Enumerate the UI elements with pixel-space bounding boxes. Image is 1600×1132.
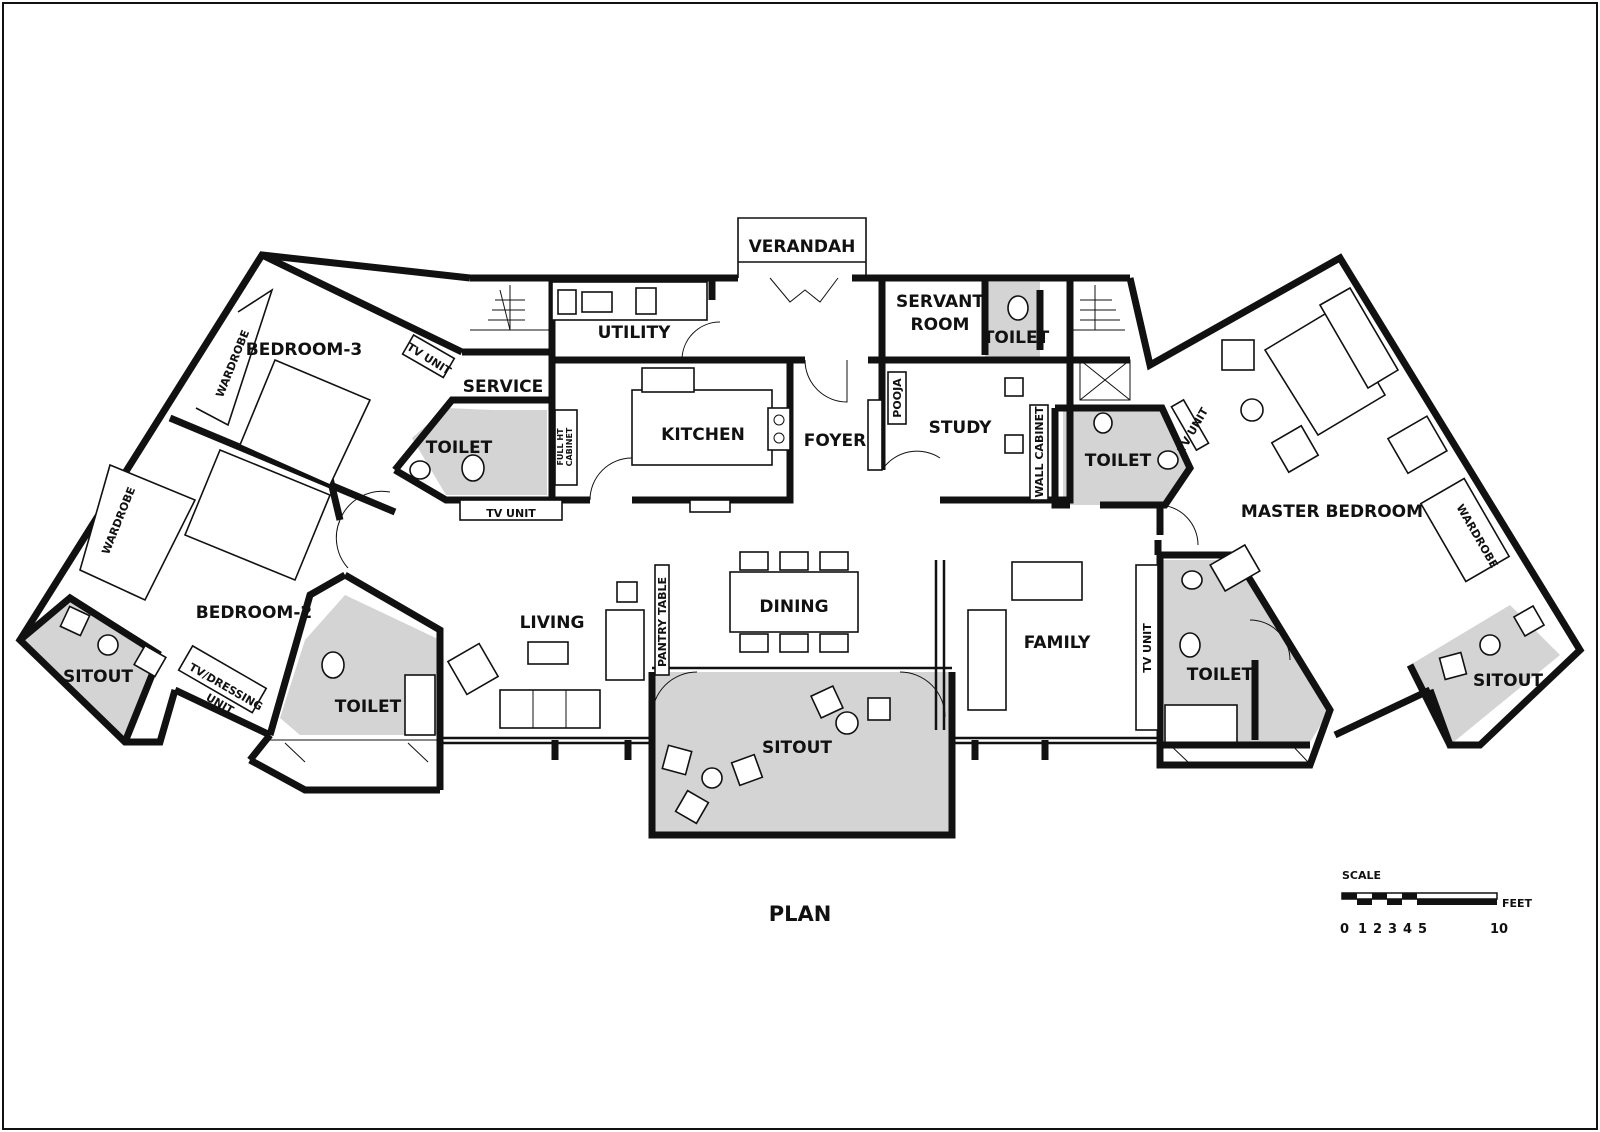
label-pantry-table: PANTRY TABLE	[656, 577, 669, 667]
scale-tick-4: 4	[1403, 922, 1412, 937]
scale-title: SCALE	[1342, 869, 1381, 882]
label-living: LIVING	[520, 613, 585, 633]
label-verandah: VERANDAH	[749, 237, 856, 257]
scale-tick-5: 5	[1418, 922, 1427, 937]
label-servant-room-2: ROOM	[911, 315, 970, 335]
label-pooja: POOJA	[891, 378, 904, 418]
label-toilet-study: TOILET	[1085, 451, 1152, 471]
label-sitout-left: SITOUT	[63, 667, 133, 687]
label-sitout-center: SITOUT	[762, 738, 832, 758]
label-toilet-b3: TOILET	[426, 438, 493, 458]
scale-tick-0: 0	[1340, 922, 1349, 937]
scale-bar: SCALE FEET 0 1 2 3 4 5 10	[1340, 869, 1533, 937]
label-tv-unit-bottom: TV UNIT	[486, 507, 536, 520]
label-full-ht-1: FULL HT	[556, 428, 565, 466]
scale-tick-2: 2	[1373, 922, 1382, 937]
label-servant-room-1: SERVANT	[896, 292, 984, 312]
scale-unit: FEET	[1502, 897, 1533, 910]
label-servant-toilet: TOILET	[983, 328, 1050, 348]
label-full-ht-2: CABINET	[565, 427, 574, 466]
label-family: FAMILY	[1024, 633, 1091, 653]
label-foyer: FOYER	[804, 431, 866, 451]
label-tv-unit-family: TV UNIT	[1141, 623, 1154, 673]
label-sitout-right: SITOUT	[1473, 671, 1543, 691]
label-dining: DINING	[759, 597, 828, 617]
label-kitchen: KITCHEN	[661, 425, 745, 445]
label-bedroom-3: BEDROOM-3	[246, 340, 362, 360]
label-service: SERVICE	[463, 377, 544, 397]
furniture	[59, 277, 1546, 825]
label-toilet-master: TOILET	[1187, 665, 1254, 685]
room-labels: VERANDAH UTILITY SERVANT ROOM TOILET BED…	[63, 237, 1543, 758]
label-wall-cabinet: WALL CABINET	[1033, 406, 1046, 498]
label-utility: UTILITY	[598, 323, 671, 343]
label-bedroom-2: BEDROOM-2	[196, 603, 312, 623]
scale-tick-1: 1	[1358, 922, 1367, 937]
label-study: STUDY	[929, 418, 993, 438]
label-toilet-b2: TOILET	[335, 697, 402, 717]
scale-tick-10: 10	[1490, 922, 1508, 937]
label-master-bedroom: MASTER BEDROOM	[1241, 502, 1423, 522]
plan-title: PLAN	[769, 902, 832, 926]
scale-tick-3: 3	[1388, 922, 1397, 937]
